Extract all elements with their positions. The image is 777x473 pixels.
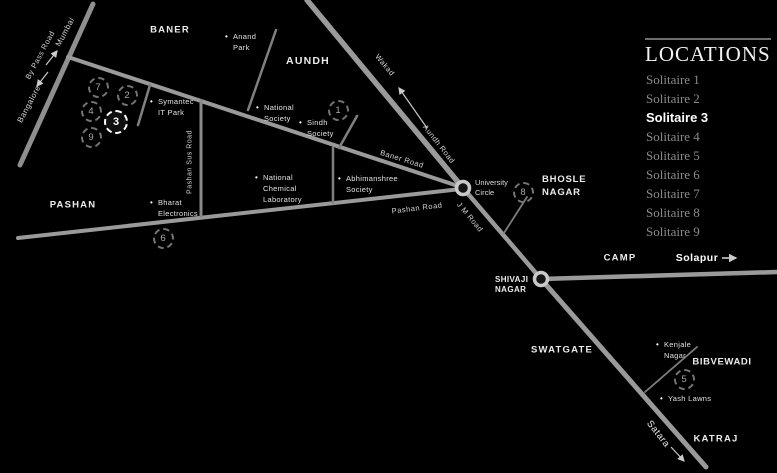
camp-road-line [538,269,777,282]
landmark-yash-lawns: • Yash Lawns [660,393,712,404]
shivaji-nagar-line1: SHIVAJI [495,275,529,284]
landmark-line: Park [233,43,250,52]
landmark-line: Laboratory [263,195,302,204]
shivaji-nagar-line2: NAGAR [495,284,527,294]
locations-list: Solitaire 1 Solitaire 2 Solitaire 3 Soli… [646,70,708,241]
bullet-icon: • [660,394,664,403]
satara-direction-arrow [670,446,685,462]
university-circle-line2: Circle [475,187,495,197]
bhosle-nagar-spur-line [503,196,528,234]
landmark-line: IT Park [158,108,185,117]
sidebar-item-solitaire-2[interactable]: Solitaire 2 [646,91,700,106]
bullet-icon: • [255,173,259,182]
bullet-icon: • [299,118,303,127]
bullet-icon: • [225,32,229,41]
landmark-line: Anand [233,32,257,41]
marker-solitaire-9[interactable]: 9 [80,126,102,148]
satara-road-line [538,276,709,470]
landmark-national-society: • National Society [256,102,294,124]
landmark-line: Society [307,129,334,138]
sindh-society-spur-line [337,114,359,150]
landmark-abhimanshree-society: • Abhimanshree Society [338,173,398,195]
landmark-line: National [263,173,293,182]
university-circle-label: University Circle [475,178,508,197]
bullet-icon: • [338,174,342,183]
university-circle-node [454,179,472,197]
area-label-pashan: PASHAN [49,199,97,211]
panel-divider [645,38,771,40]
landmark-kenjale-nagar: • Kenjale Nagar [656,339,692,361]
landmark-line: Symantec [158,97,194,106]
sidebar-item-solitaire-9[interactable]: Solitaire 9 [646,224,700,239]
marker-solitaire-8[interactable]: 8 [512,181,534,203]
landmark-line: Electronics [158,209,198,218]
solapur-label: Solapur [675,252,719,264]
sidebar-item-solitaire-4[interactable]: Solitaire 4 [646,129,700,144]
area-label-swatgate: SWATGATE [530,344,594,356]
marker-solitaire-2[interactable]: 2 [116,84,138,106]
marker-solitaire-5[interactable]: 5 [673,368,695,390]
bullet-icon: • [150,198,154,207]
landmark-symantec-it-park: • Symantec IT Park [150,96,194,118]
bullet-icon: • [150,97,154,106]
landmark-line: Bharat [158,198,182,207]
area-label-katraj: KATRAJ [693,433,739,445]
landmark-line: Sindh [307,118,328,127]
area-label-bhosle-nagar: BHOSLE NAGAR [542,173,586,199]
landmark-line: Yash Lawns [668,394,712,403]
panel-title: LOCATIONS [645,42,771,66]
shivaji-nagar-node [532,270,550,288]
bullet-icon: • [256,103,260,112]
jm-road-line [460,185,544,282]
bibvewadi-spur-line [644,346,698,393]
mumbai-direction-arrow [45,50,58,66]
area-label-bibvewadi: BIBVEWADI [692,356,752,368]
sidebar-item-solitaire-5[interactable]: Solitaire 5 [646,148,700,163]
marker-solitaire-6[interactable]: 6 [152,227,174,249]
area-label-aundh: AUNDH [286,55,330,67]
wakad-direction-arrow [398,87,428,129]
marker-solitaire-4[interactable]: 4 [80,100,102,122]
landmark-national-chemical-laboratory: • National Chemical Laboratory [255,172,302,205]
area-label-camp: CAMP [603,252,637,264]
landmark-anand-park: • Anand Park [225,31,257,53]
area-label-baner: BANER [150,24,190,36]
landmark-bharat-electronics: • Bharat Electronics [150,197,198,219]
marker-solitaire-1[interactable]: 1 [327,99,349,121]
pashan-road-line [16,187,463,240]
bhosle-nagar-line1: BHOSLE [542,174,587,185]
sidebar-item-solitaire-8[interactable]: Solitaire 8 [646,205,700,220]
sidebar-item-solitaire-1[interactable]: Solitaire 1 [646,72,700,87]
marker-solitaire-3-active[interactable]: 3 [104,110,128,134]
pashan-sus-road-label: Pashan Sus Road [186,130,194,194]
baner-road-line [66,55,463,189]
university-circle-line1: University [475,178,508,187]
landmark-sindh-society: • Sindh Society [299,117,334,139]
landmark-line: Chemical [263,184,297,193]
landmark-line: Abhimanshree [346,174,398,183]
aundh-road-line [304,0,466,191]
bhosle-nagar-line2: NAGAR [542,187,581,198]
landmark-line: Nagar [664,351,686,360]
landmark-line: Society [346,185,373,194]
bangalore-direction-arrow [36,71,49,87]
symantec-spur-line [136,83,152,127]
marker-solitaire-7[interactable]: 7 [87,76,109,98]
sidebar-item-solitaire-7[interactable]: Solitaire 7 [646,186,700,201]
by-pass-road-line [17,1,96,168]
aundh-side-road-line [246,28,278,112]
sidebar-item-solitaire-6[interactable]: Solitaire 6 [646,167,700,182]
landmark-line: National [264,103,294,112]
landmark-line: Society [264,114,291,123]
sidebar-item-solitaire-3-active[interactable]: Solitaire 3 [646,110,709,125]
landmark-line: Kenjale [664,340,692,349]
area-label-shivaji-nagar: SHIVAJI NAGAR [495,275,528,294]
bullet-icon: • [656,340,660,349]
